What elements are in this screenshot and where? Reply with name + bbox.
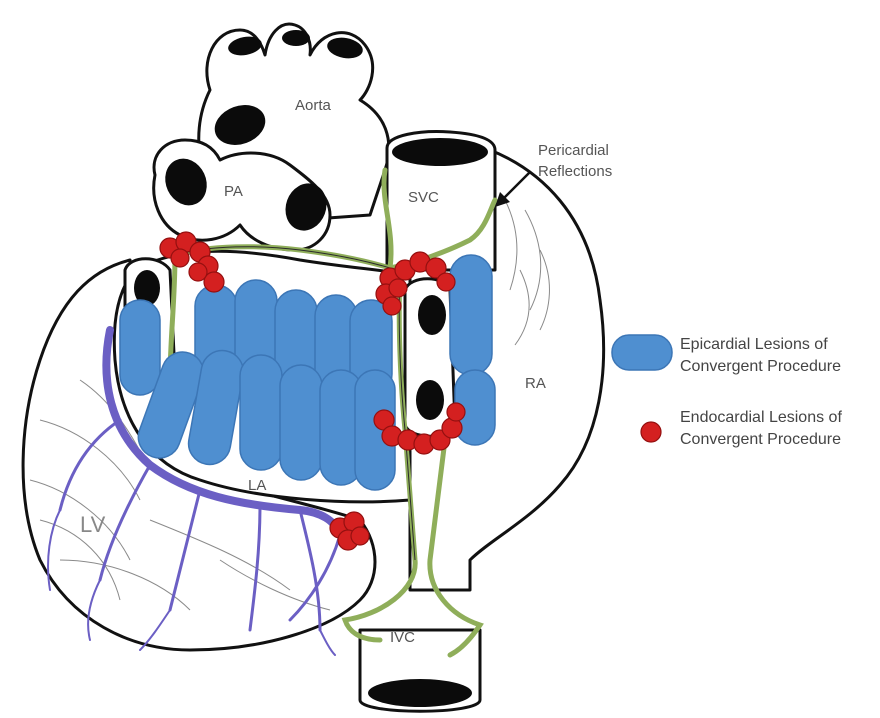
aorta-branch-opening [282,30,310,46]
endocardial-lesion [437,273,455,291]
endocardial-lesion [447,403,465,421]
label-svc: SVC [408,189,439,206]
legend-endocardial-line1: Endocardial Lesions of [680,409,842,426]
label-pericardial-line1: Pericardial [538,142,609,159]
legend-endocardial-line2: Convergent Procedure [680,431,841,448]
label-lv: LV [80,512,106,537]
endocardial-lesion [389,279,407,297]
label-pa: PA [224,183,243,200]
legend-epicardial-line2: Convergent Procedure [680,358,841,375]
right-superior-pv-opening [418,295,446,335]
label-ivc: IVC [390,629,415,646]
label-la: LA [248,477,266,494]
legend: Epicardial Lesions of Convergent Procedu… [612,335,842,448]
epicardial-lesion [120,300,160,395]
endocardial-lesion [383,297,401,315]
superior-vena-cava [387,132,495,270]
ivc-opening [368,679,472,707]
label-ra: RA [525,375,546,392]
label-pericardial-line2: Reflections [538,163,612,180]
epicardial-lesion [240,355,282,470]
legend-endocardial-swatch [641,422,661,442]
svc-opening [392,138,488,166]
epicardial-lesion [280,365,322,480]
label-aorta: Aorta [295,97,332,114]
legend-epicardial-line1: Epicardial Lesions of [680,336,828,353]
endocardial-lesion [171,249,189,267]
right-inferior-pv-opening [416,380,444,420]
legend-epicardial-swatch [612,335,672,370]
epicardial-lesion [450,255,492,375]
endocardial-lesion [351,527,369,545]
endocardial-lesion [189,263,207,281]
